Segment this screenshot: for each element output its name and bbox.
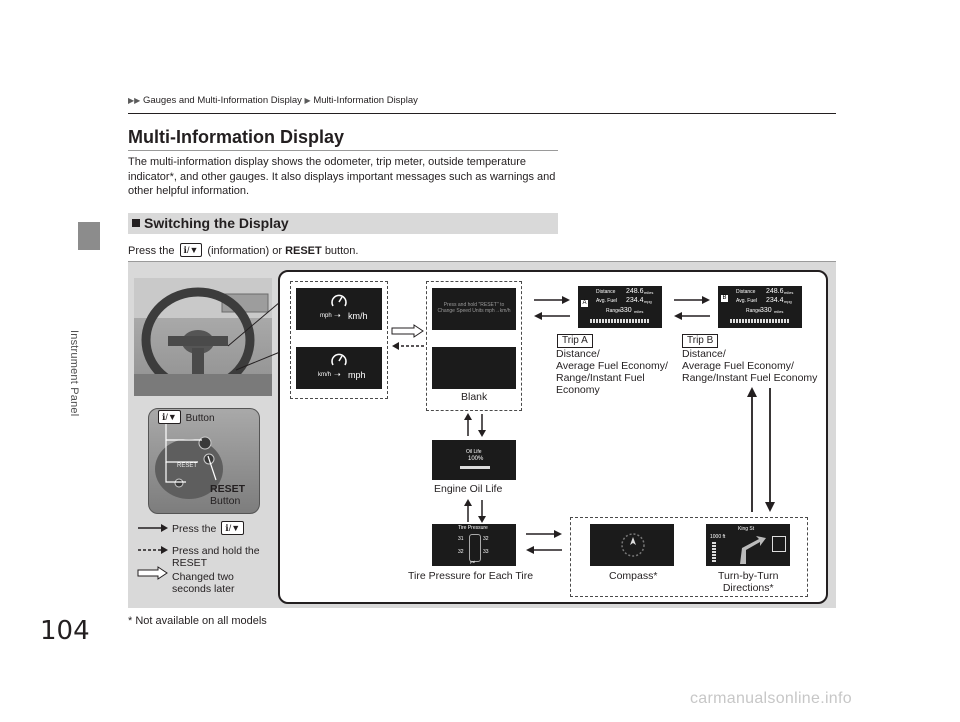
info-button-icon: ℹ/▼ bbox=[179, 243, 203, 257]
oil-life-bar bbox=[460, 466, 490, 469]
fuel-bar bbox=[730, 319, 790, 323]
section-rule bbox=[128, 261, 836, 262]
compass-screen bbox=[590, 524, 674, 566]
turn-by-turn-screen: King St 1000 ft bbox=[706, 524, 790, 566]
cycle-arrows bbox=[391, 324, 424, 350]
switch-arrows-vertical bbox=[747, 387, 775, 512]
legend-arrows bbox=[137, 524, 168, 580]
trip-b-caption: Distance/Average Fuel Economy/Range/Inst… bbox=[682, 348, 818, 384]
blank-group bbox=[426, 281, 522, 411]
svg-text:RESET: RESET bbox=[177, 463, 197, 469]
compass-caption: Compass* bbox=[609, 570, 658, 582]
chapter-label: Instrument Panel bbox=[68, 330, 80, 417]
breadcrumb-arrow-icon: ▶▶ bbox=[128, 96, 141, 105]
info-button-icon: ℹ/▼ bbox=[158, 410, 181, 424]
reset-message-screen: Press and hold "RESET" to Change Speed U… bbox=[432, 288, 516, 330]
blank-screen bbox=[432, 347, 516, 389]
oil-life-screen: Oil Life 100% bbox=[432, 440, 516, 480]
title-rule bbox=[128, 150, 558, 151]
intro-paragraph: The multi-information display shows the … bbox=[128, 156, 556, 197]
trip-a-icon: A bbox=[581, 300, 588, 307]
breadcrumb: ▶▶ Gauges and Multi-Information Display … bbox=[128, 95, 418, 106]
trip-a-screen: A Distance 248.6 miles Avg. Fuel 234.4 m… bbox=[578, 286, 662, 328]
speed-screen-kmh-to-mph: km/h ➝ mph bbox=[296, 347, 382, 389]
speed-screen-mph-to-kmh: mph ➝ km/h bbox=[296, 288, 382, 330]
switch-arrows bbox=[526, 530, 562, 554]
chapter-tab bbox=[78, 222, 100, 250]
button-callout: ℹ/▼ Button bbox=[156, 410, 215, 424]
breadcrumb-arrow-icon: ▶ bbox=[304, 96, 311, 105]
turn-arrow-icon bbox=[740, 536, 766, 564]
press-instruction: Press the ℹ/▼ (information) or RESET but… bbox=[128, 243, 359, 257]
fuel-bar bbox=[590, 319, 650, 323]
speedometer-icon bbox=[331, 353, 347, 366]
speedometer-icon bbox=[331, 294, 347, 307]
switch-arrows bbox=[674, 296, 710, 320]
legend-press: Press the ℹ/▼ bbox=[172, 521, 246, 535]
breadcrumb-item[interactable]: Multi-Information Display bbox=[313, 95, 418, 106]
blank-caption: Blank bbox=[461, 391, 488, 403]
car-outline-icon bbox=[469, 534, 481, 562]
tire-caption: Tire Pressure for Each Tire bbox=[408, 570, 534, 582]
trip-a-caption: Distance/Average Fuel Economy/Range/Inst… bbox=[556, 348, 668, 396]
callout-lines bbox=[228, 301, 281, 371]
oil-caption: Engine Oil Life bbox=[434, 483, 503, 495]
steering-wheel-photo bbox=[134, 278, 272, 396]
header-rule bbox=[128, 113, 836, 114]
switch-arrows bbox=[534, 296, 570, 320]
info-button-icon: ℹ/▼ bbox=[221, 521, 245, 535]
button-leader-lines bbox=[165, 424, 217, 483]
route-sign-icon bbox=[772, 536, 786, 552]
trip-a-tag: Trip A bbox=[557, 334, 593, 348]
page-title: Multi-Information Display bbox=[128, 127, 344, 147]
compass-icon bbox=[621, 533, 645, 557]
trip-b-screen: B Distance 248.6 miles Avg. Fuel 234.4 m… bbox=[718, 286, 802, 328]
tire-pressure-screen: Tire Pressure 31 32 32 33 psi bbox=[432, 524, 516, 566]
switch-arrows-vertical bbox=[464, 499, 486, 523]
page-number: 104 bbox=[40, 616, 90, 646]
button-closeup: RESET bbox=[148, 408, 260, 514]
distance-bar bbox=[712, 542, 716, 562]
trip-b-tag: Trip B bbox=[682, 334, 719, 348]
switch-arrows-vertical bbox=[464, 413, 486, 437]
section-heading: Switching the Display bbox=[132, 215, 289, 231]
trip-b-icon: B bbox=[721, 295, 728, 302]
section-heading-bar bbox=[128, 213, 558, 234]
footnote: * Not available on all models bbox=[128, 615, 267, 627]
speed-unit-group bbox=[290, 281, 388, 399]
square-bullet-icon bbox=[132, 219, 140, 227]
navigation-group bbox=[570, 517, 808, 597]
watermark: carmanualsonline.info bbox=[690, 690, 852, 707]
breadcrumb-item[interactable]: Gauges and Multi-Information Display bbox=[142, 95, 302, 106]
